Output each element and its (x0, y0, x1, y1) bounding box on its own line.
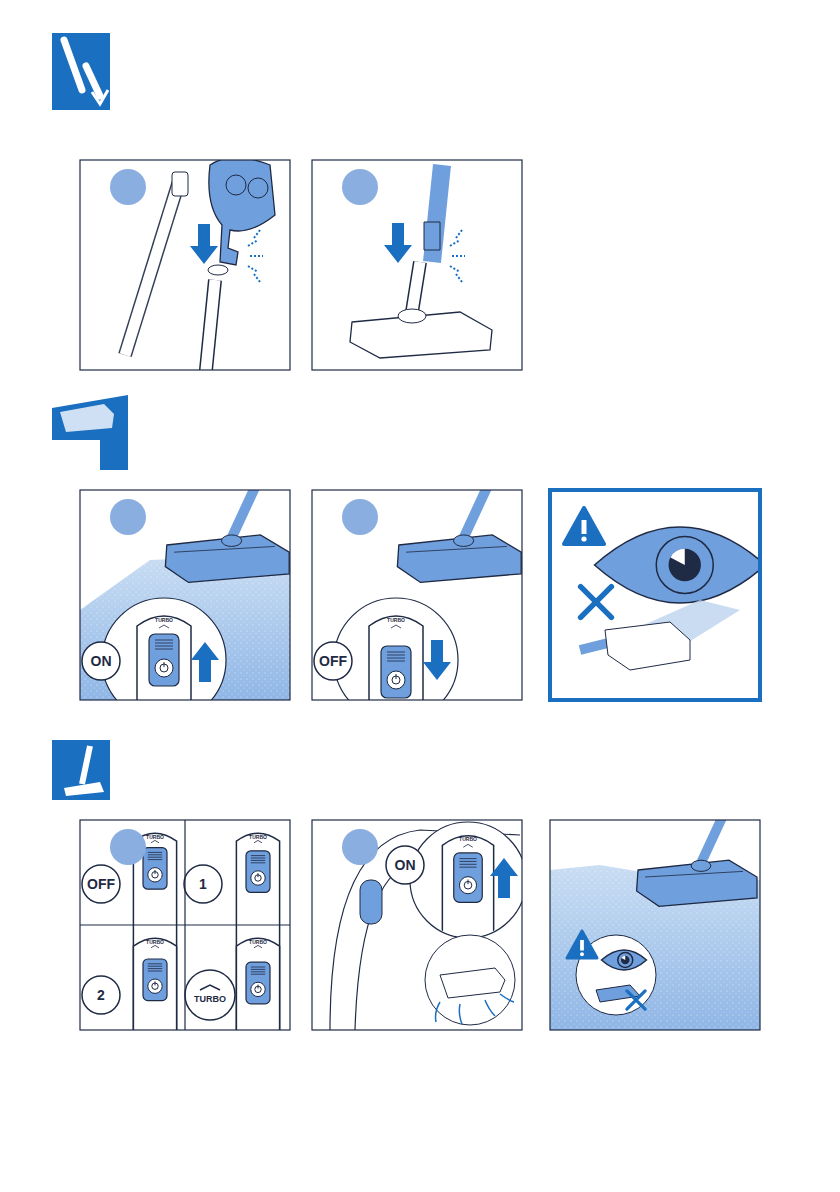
switch-marking: TURBO (155, 618, 173, 623)
setting-label: 1 (199, 877, 207, 891)
switch-marking: TURBO (249, 940, 267, 945)
setting-label: ON (91, 654, 112, 668)
switch-marking: TURBO (249, 835, 267, 840)
setting-label: TURBO (194, 995, 226, 1004)
setting-label: 2 (97, 988, 105, 1002)
switch-marking: TURBO (387, 618, 405, 623)
switch-marking: TURBO (146, 940, 164, 945)
switch-marking: TURBO (146, 835, 164, 840)
setting-label: OFF (87, 877, 115, 891)
switch-marking: TURBO (459, 837, 477, 842)
setting-label: OFF (319, 654, 347, 668)
setting-label: ON (395, 858, 416, 872)
